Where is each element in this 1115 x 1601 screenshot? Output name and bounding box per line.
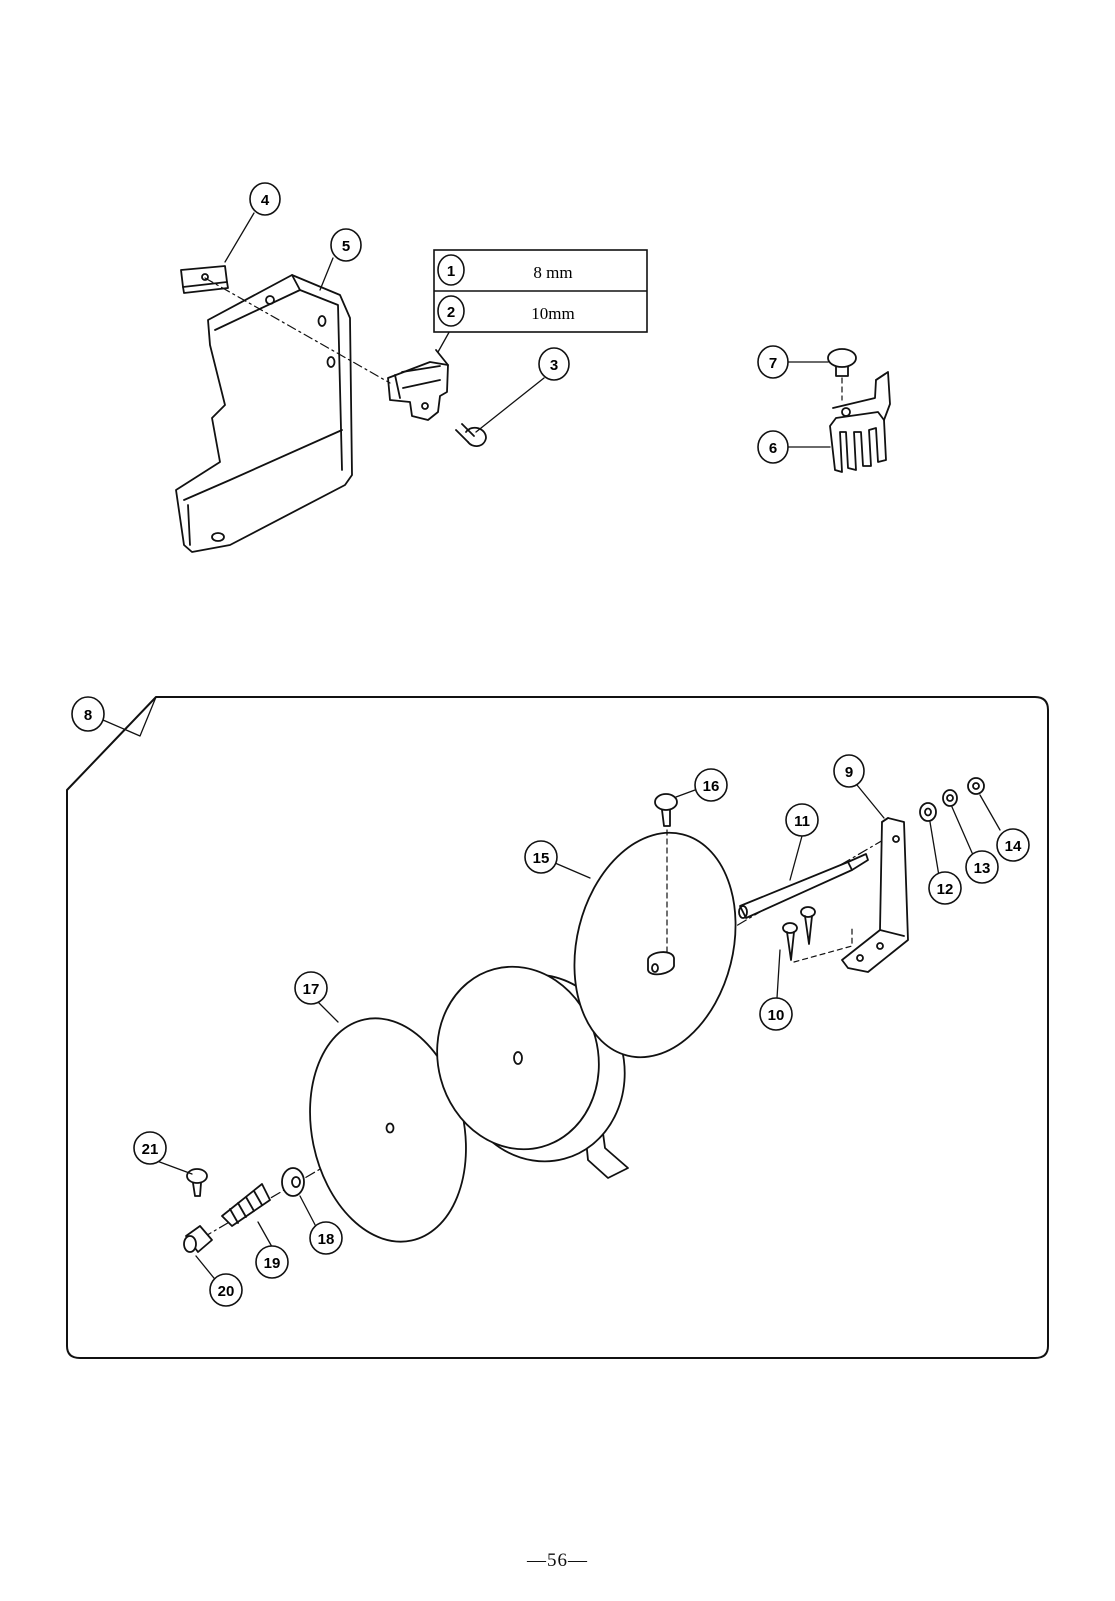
callout-13: 13 — [965, 850, 999, 884]
callout-9: 9 — [833, 754, 865, 788]
callout-17-label: 17 — [303, 981, 320, 998]
part-9-bracket — [841, 817, 909, 973]
callout-14-label: 14 — [1005, 838, 1022, 855]
part-12-washer — [919, 802, 937, 822]
callout-3-label: 3 — [550, 357, 558, 374]
callout-21-label: 21 — [142, 1141, 159, 1158]
callout-5-label: 5 — [342, 238, 350, 255]
callout-19: 19 — [255, 1245, 289, 1279]
size-row-no: 2 — [447, 304, 455, 321]
callout-11-label: 11 — [794, 813, 810, 830]
part-15-disc — [573, 831, 737, 1059]
assembly-8-frame — [66, 696, 1049, 1359]
part-14-nut — [967, 777, 985, 795]
callout-7: 7 — [757, 345, 789, 379]
part-3-screw — [455, 423, 487, 447]
callout-20: 20 — [209, 1273, 243, 1307]
callout-17: 17 — [294, 971, 328, 1005]
callout-9-label: 9 — [845, 764, 853, 781]
callout-18-label: 18 — [318, 1231, 335, 1248]
callout-6-label: 6 — [769, 440, 777, 457]
callout-21: 21 — [133, 1131, 167, 1165]
callout-13-label: 13 — [974, 860, 991, 877]
callout-16-label: 16 — [703, 778, 720, 795]
part-10-screws — [782, 906, 853, 963]
part-4-plate — [180, 265, 229, 294]
tape-roll — [436, 965, 629, 1179]
part-1-2-guide — [387, 349, 449, 421]
callout-20-label: 20 — [218, 1283, 235, 1300]
size-row-value: 8 mm — [533, 263, 572, 282]
callout-5: 5 — [330, 228, 362, 262]
part-6-tape-guide — [829, 371, 891, 473]
callout-16: 16 — [694, 768, 728, 802]
callout-18: 18 — [309, 1221, 343, 1255]
part-16-screw — [654, 793, 678, 956]
part-13-washer — [942, 789, 958, 807]
callout-11: 11 — [785, 803, 819, 837]
callout-10: 10 — [759, 997, 793, 1031]
page-number: —56— — [527, 1550, 588, 1571]
part-19-spring — [221, 1183, 271, 1227]
callout-7-label: 7 — [769, 355, 777, 372]
callout-12: 12 — [928, 871, 962, 905]
callout-4: 4 — [249, 182, 281, 216]
part-5-bracket — [175, 274, 353, 553]
size-row: 1 8 mm — [437, 254, 573, 286]
size-row-value: 10mm — [531, 304, 574, 323]
callout-15: 15 — [524, 840, 558, 874]
callout-6: 6 — [757, 430, 789, 464]
part-7-screw — [827, 348, 857, 401]
size-row: 2 10mm — [437, 295, 575, 327]
callout-4-label: 4 — [261, 192, 270, 209]
callout-3: 3 — [538, 347, 570, 381]
callout-12-label: 12 — [937, 881, 954, 898]
size-table: 1 8 mm 2 10mm — [433, 249, 648, 333]
callout-10-label: 10 — [768, 1007, 785, 1024]
assembly-line-upper — [204, 277, 391, 384]
callout-8: 8 — [71, 696, 105, 732]
callout-14: 14 — [996, 828, 1030, 862]
part-20-collar — [183, 1225, 213, 1253]
callout-8-label: 8 — [84, 707, 92, 724]
callout-15-label: 15 — [533, 850, 550, 867]
part-21-screw — [186, 1168, 208, 1197]
part-11-shaft — [738, 853, 869, 919]
callout-19-label: 19 — [264, 1255, 281, 1272]
size-row-no: 1 — [447, 263, 455, 280]
part-18-spacer — [281, 1167, 305, 1197]
